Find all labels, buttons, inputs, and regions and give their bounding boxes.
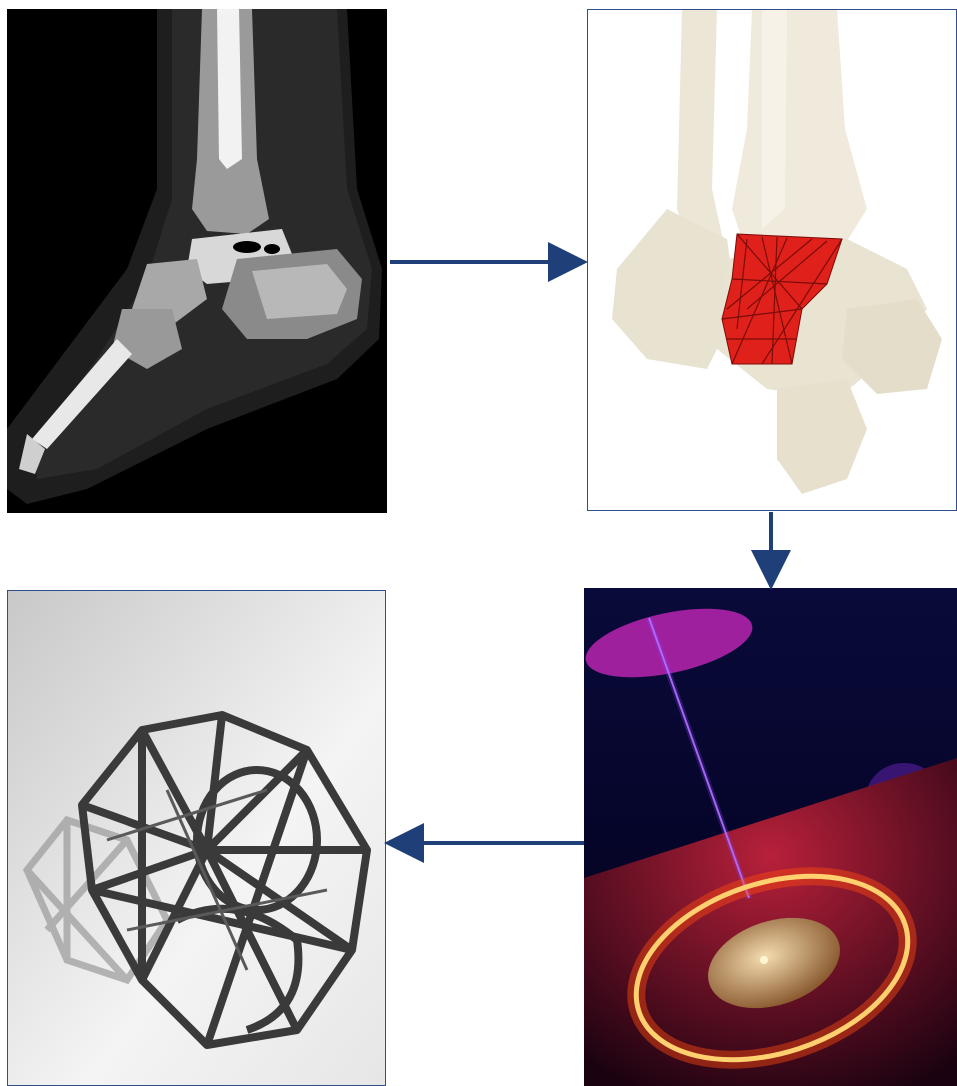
printed-titanium-lattice-icon bbox=[7, 590, 386, 1086]
ct-scan-ankle-icon bbox=[7, 9, 387, 513]
laser-sintering-image bbox=[584, 588, 957, 1086]
3d-model-with-lattice-implant-image bbox=[587, 9, 957, 511]
laser-melting-icon bbox=[584, 588, 957, 1086]
3d-bone-model-icon bbox=[587, 9, 957, 511]
ct-scan-ankle-image bbox=[7, 9, 387, 513]
printed-lattice-implant-image bbox=[7, 590, 386, 1086]
